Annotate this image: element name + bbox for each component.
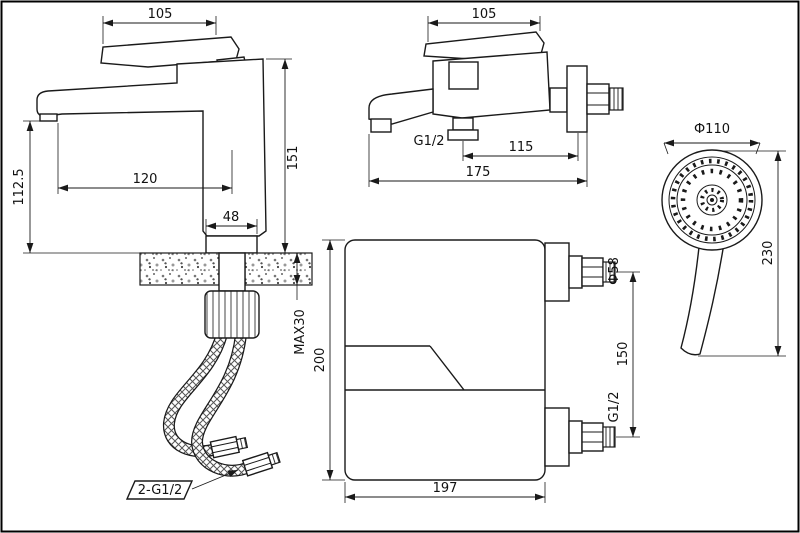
dim-front-width: 197	[344, 481, 546, 503]
dim-text-basin-112-5: 112.5	[12, 168, 27, 205]
shower-center-dot	[710, 198, 714, 202]
basin-aerator	[39, 113, 58, 122]
front-body	[344, 239, 546, 481]
wall-mixer-drawing: 105 G1/2 115 175	[368, 7, 624, 187]
dim-front-height: 200	[313, 239, 345, 481]
dim-text-front-200: 200	[313, 348, 328, 373]
label-wall-outlet-thread: G1/2	[414, 134, 445, 149]
hose-fitting-left	[209, 435, 249, 459]
dim-text-front-197: 197	[433, 481, 458, 496]
countertop-right	[244, 252, 313, 286]
callout-hose-thread: 2-G1/2	[125, 469, 239, 500]
shower-handle	[680, 242, 725, 356]
dim-text-basin-120: 120	[133, 172, 158, 187]
dim-text-basin-max30: MAX30	[293, 309, 308, 355]
dim-basin-base-width: 48	[205, 210, 258, 234]
wall-mixer-diverter	[448, 61, 479, 90]
dim-wall-total-width: 175	[368, 116, 588, 187]
basin-locknut	[204, 290, 260, 339]
dim-basin-spout-reach: 120	[57, 123, 233, 194]
wall-mixer-nut	[586, 83, 610, 115]
label-front-thread: G1/2	[607, 392, 622, 423]
dim-text-shower-230: 230	[761, 241, 776, 266]
dim-basin-handle-length: 105	[102, 7, 217, 44]
shower-nozzle-ring-inner	[700, 188, 724, 212]
label-front-flange-dia: Ф58	[607, 257, 622, 285]
wall-mixer-escutcheon	[566, 65, 588, 133]
shower-nozzle-ring-outer	[670, 158, 754, 242]
dim-text-basin-105: 105	[148, 7, 173, 22]
wall-mixer-outlet-flange	[447, 129, 479, 141]
wall-mixer-thread-stub	[608, 87, 624, 111]
wall-mixer-shower-outlet	[452, 117, 474, 131]
basin-faucet-drawing: 105 151 112.5 120 48	[12, 7, 313, 500]
dim-text-wall-115: 115	[509, 140, 534, 155]
hose-thread-label: 2-G1/2	[138, 483, 182, 498]
front-connector-bottom	[544, 407, 616, 467]
basin-shank	[218, 252, 246, 292]
shower-nozzle-ring-middle	[680, 168, 744, 232]
dim-basin-height: 151	[259, 58, 301, 254]
hose-fitting-right	[241, 451, 281, 477]
dim-wall-outlet-to-wall: 115	[462, 133, 579, 161]
dim-text-wall-105: 105	[472, 7, 497, 22]
basin-handle	[100, 36, 240, 68]
wall-mixer-spout-outlet	[370, 118, 392, 133]
basin-body-and-spout	[36, 58, 267, 237]
dim-text-shower-110: Ф110	[694, 122, 730, 137]
hose-thread-label-box	[125, 480, 194, 500]
dim-basin-max-deck: MAX30	[293, 253, 308, 355]
front-connector-top	[544, 242, 616, 302]
dim-shower-length: 230	[698, 150, 786, 357]
dim-text-basin-48: 48	[223, 210, 240, 225]
wall-mixer-pipe	[549, 87, 568, 113]
dim-front-centers: 150	[616, 271, 640, 438]
dim-basin-spout-height: 112.5	[12, 120, 140, 254]
hand-shower-drawing: Ф110 230	[661, 122, 786, 357]
dim-shower-head-dia: Ф110	[663, 122, 761, 155]
dim-text-wall-175: 175	[466, 165, 491, 180]
dim-text-basin-151: 151	[286, 146, 301, 171]
dim-wall-handle-length: 105	[427, 7, 541, 42]
countertop-left	[139, 252, 220, 286]
basin-base-plate	[205, 235, 258, 254]
dim-text-front-150: 150	[616, 342, 631, 367]
bath-mixer-front-drawing: 200 197 150 Ф58 G1/2	[313, 239, 640, 503]
